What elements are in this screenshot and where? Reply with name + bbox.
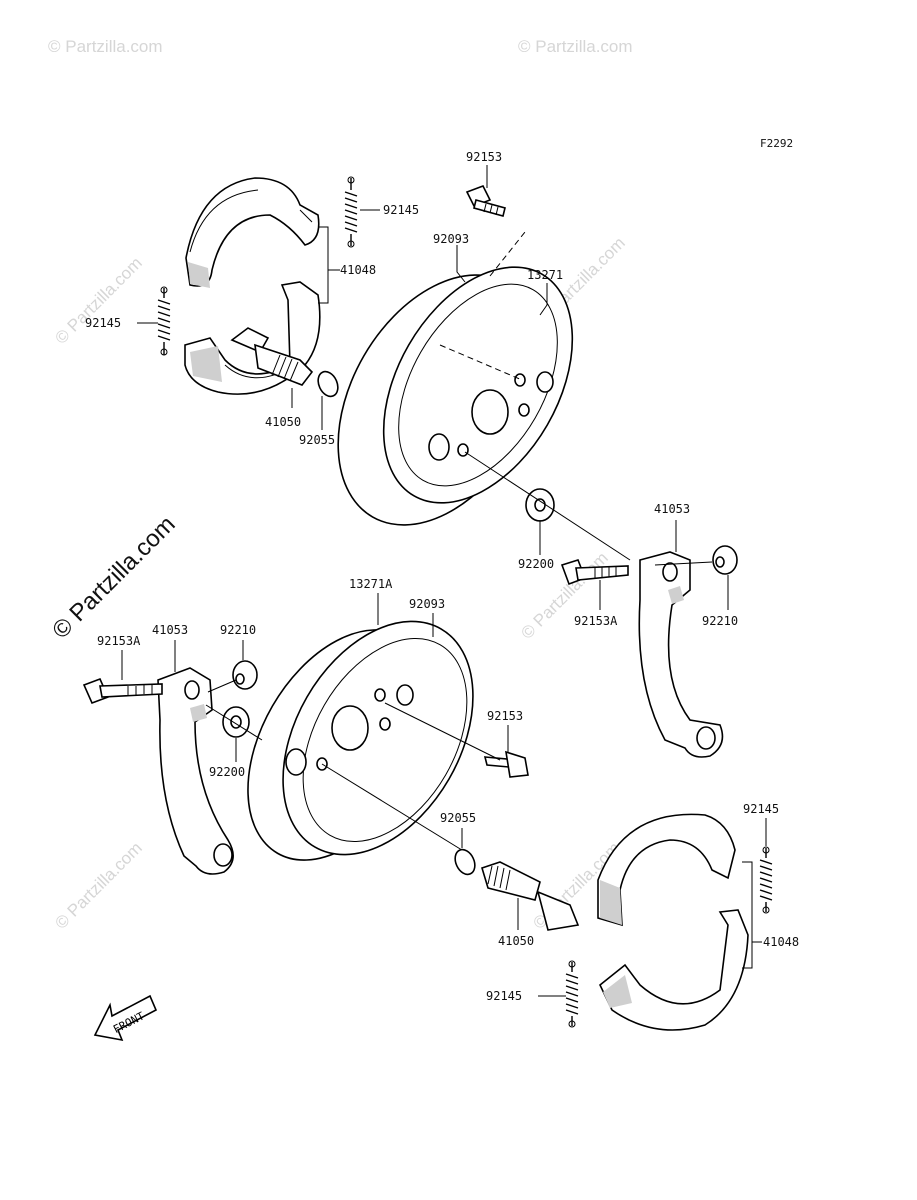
spring-92145-c [759, 846, 773, 914]
brake-shoe-upper-a [185, 177, 320, 288]
brake-lever-41053-right [638, 551, 724, 758]
callout-92093-bottom: 92093 [409, 597, 445, 611]
assembly-line [384, 702, 501, 761]
watermark: © Partzilla.com [518, 37, 633, 56]
callout-92145-b: 92145 [85, 316, 121, 330]
watermark: © Partzilla.com [48, 37, 163, 56]
assembly-line [654, 561, 713, 566]
spring-92145-d [565, 960, 579, 1028]
watermark: © Partzilla.com [51, 838, 145, 932]
assembly-line [321, 763, 471, 856]
brake-lever-41053-left [157, 667, 234, 875]
bolt-92153-top [465, 184, 506, 217]
brake-shoe-lower-b [599, 909, 749, 1031]
watermark: © Partzilla.com [51, 253, 145, 347]
callout-41053-right: 41053 [654, 502, 690, 516]
callout-41053-left: 41053 [152, 623, 188, 637]
callout-41048-a: 41048 [340, 263, 376, 277]
brake-shoe-upper-b [597, 813, 736, 927]
camshaft-41050-bottom [481, 861, 580, 931]
camshaft-41050-top [230, 327, 314, 386]
callout-92055-bottom: 92055 [440, 811, 476, 825]
assembly-line [205, 704, 263, 741]
brake-drum-13271 [337, 266, 574, 526]
callout-92153A-left: 92153A [97, 634, 141, 648]
washer-92210-right [712, 545, 738, 575]
callout-41050-bottom: 41050 [498, 934, 534, 948]
callout-13271A: 13271A [349, 577, 393, 591]
callout-92153-top: 92153 [466, 150, 502, 164]
front-arrow: FRONT [93, 994, 158, 1042]
callout-92055-top: 92055 [299, 433, 335, 447]
callout-92093-top: 92093 [433, 232, 469, 246]
leader-lines [121, 165, 767, 997]
brake-shoe-lower-a [184, 281, 321, 395]
washer-92200-left [222, 706, 250, 738]
brake-drum-13271A [247, 620, 474, 861]
figure-id: F2292 [760, 137, 793, 150]
bolt-92153A-left [82, 677, 163, 705]
callout-92153-mid: 92153 [487, 709, 523, 723]
bolt-92153A-right [560, 559, 629, 586]
callout-41050-top: 41050 [265, 415, 301, 429]
callout-92210-right: 92210 [702, 614, 738, 628]
callout-92145-a: 92145 [383, 203, 419, 217]
callout-92210-left: 92210 [220, 623, 256, 637]
oring-92055-bottom [454, 848, 476, 876]
washer-92200-right [525, 488, 555, 522]
spring-92145-a [344, 176, 358, 248]
callout-13271: 13271 [527, 268, 563, 282]
oring-92055-top [317, 370, 339, 398]
callout-92153A-right: 92153A [574, 614, 618, 628]
callout-92145-c: 92145 [743, 802, 779, 816]
assembly-line [207, 679, 237, 693]
bolt-92153-mid [483, 750, 529, 778]
callout-92200-left: 92200 [209, 765, 245, 779]
callout-92145-d: 92145 [486, 989, 522, 1003]
callout-41048-b: 41048 [763, 935, 799, 949]
assembly-line [464, 451, 631, 561]
washer-92210-left [232, 660, 258, 690]
spring-92145-b [157, 286, 171, 356]
callout-92200-right: 92200 [518, 557, 554, 571]
callout-labels: 92153 92145 41048 92145 92093 13271 4105… [85, 150, 799, 1003]
